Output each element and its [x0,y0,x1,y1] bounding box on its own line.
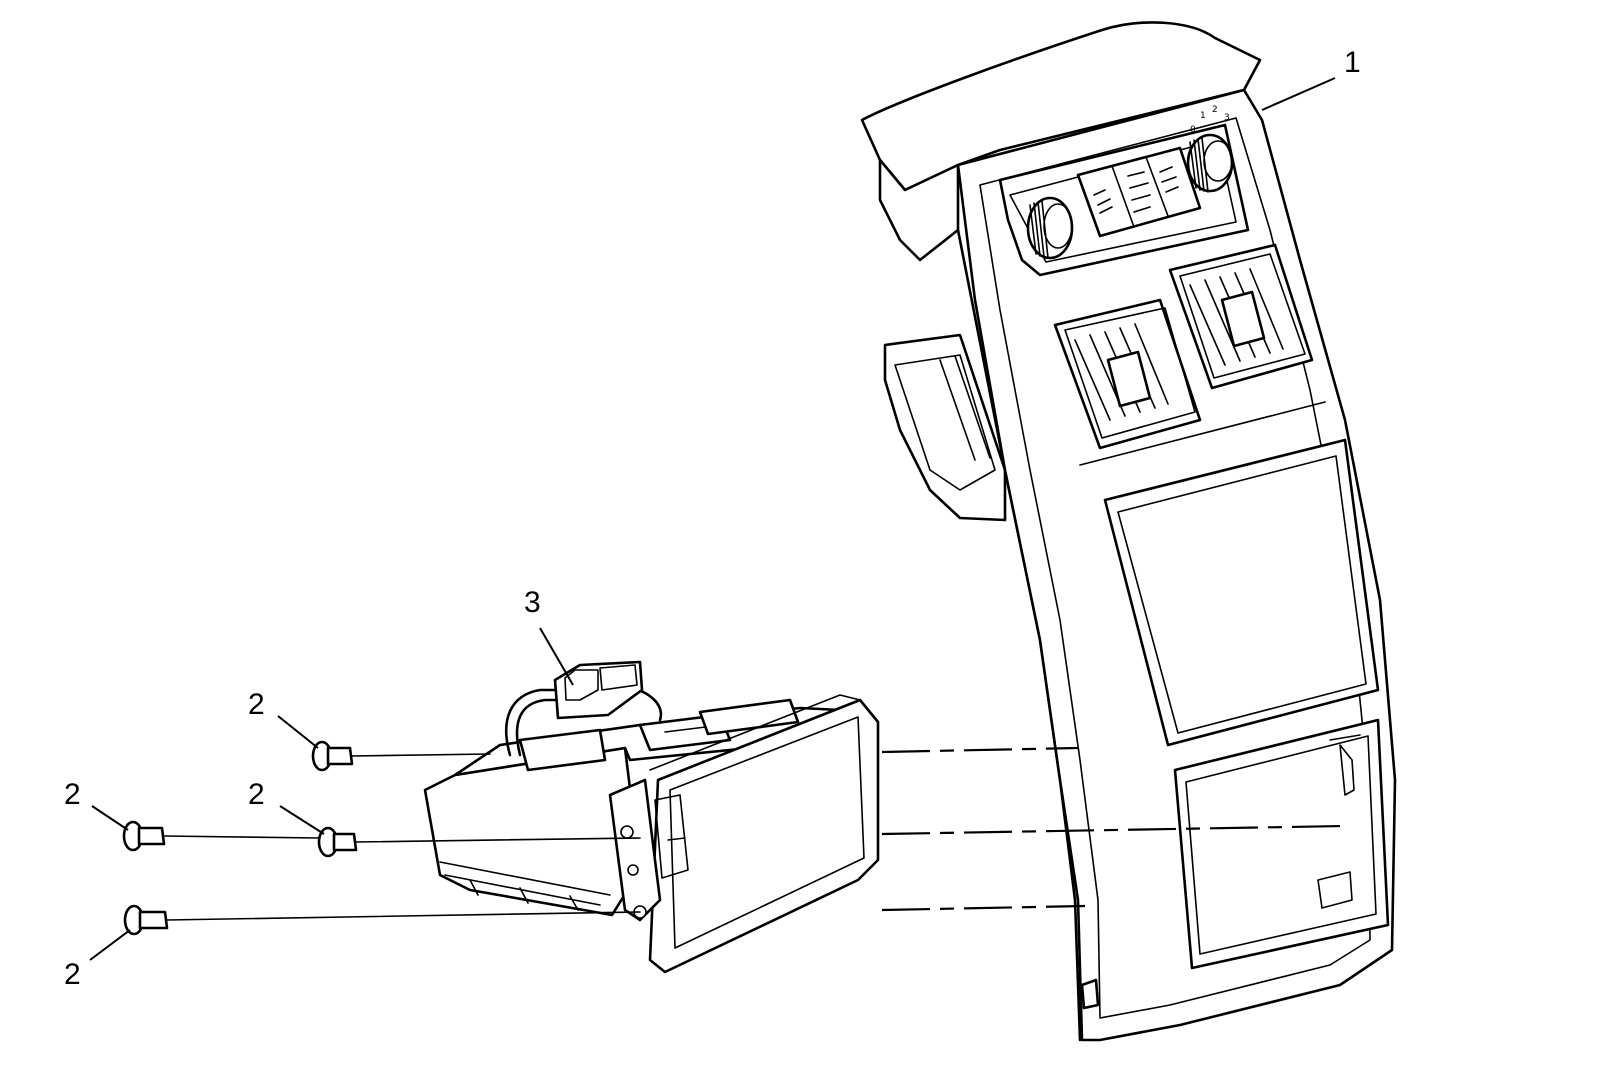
screw-top [311,740,354,772]
callout-2-left-middle: 2 [64,778,81,811]
leader-lines [89,77,1336,961]
callout-2-bottom: 2 [64,958,81,991]
alignment-lines [163,746,1346,921]
air-vent-right [1168,243,1314,390]
svg-text:0: 0 [1190,125,1196,135]
screw-bottom [123,904,169,936]
nut-middle [317,826,358,858]
mode-button-panel [1076,146,1202,238]
lower-storage-opening [1173,718,1390,970]
callout-1: 1 [1344,46,1361,79]
svg-text:1: 1 [1200,111,1206,121]
temperature-knob-left [1026,196,1074,260]
screw-left-middle [122,820,166,852]
center-trim-bezel: 0 1 2 3 [860,21,1397,1042]
radio-opening [1103,438,1380,747]
callout-3: 3 [524,586,541,619]
fan-speed-knob-right: 0 1 2 3 [1186,105,1234,193]
seat-switch-module [423,660,880,974]
callout-2-middle: 2 [248,778,265,811]
svg-text:3: 3 [1224,113,1230,123]
svg-text:2: 2 [1212,105,1218,115]
air-vent-left [1053,298,1202,450]
callout-2-top: 2 [248,688,265,721]
